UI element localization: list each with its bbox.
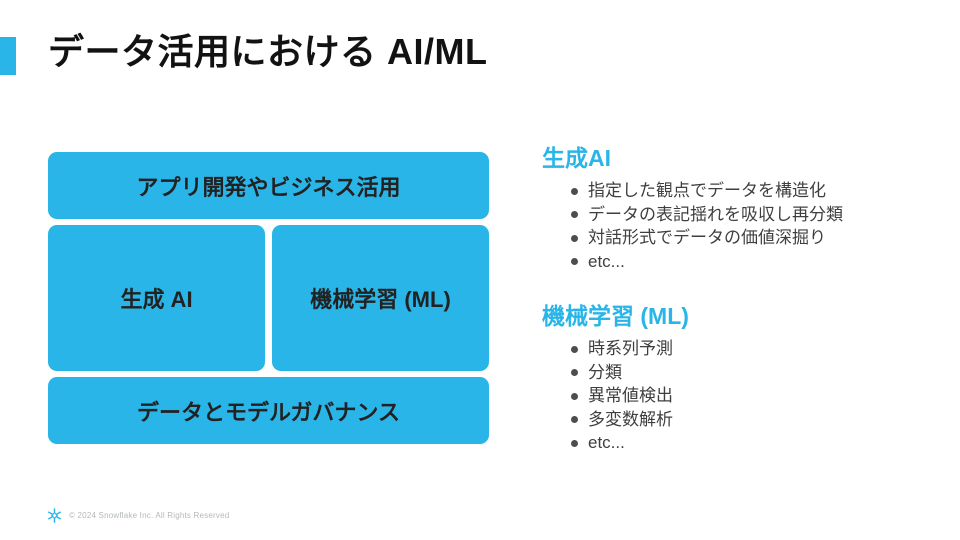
ml-bullet-4: 多変数解析 [542,408,952,432]
page-title: データ活用における AI/ML [48,31,488,72]
diagram-box-ml-label: 機械学習 (ML) [310,287,451,312]
ai-ml-stack-diagram: アプリ開発やビジネス活用 生成 AI 機械学習 (ML) データとモデルガバナン… [48,152,489,444]
details-panel: 生成AI 指定した観点でデータを構造化 データの表記揺れを吸収し再分類 対話形式… [542,144,952,455]
diagram-box-ml: 機械学習 (ML) [272,225,489,371]
section-heading-ml: 機械学習 (ML) [542,303,689,329]
diagram-box-genai: 生成 AI [48,225,265,371]
genai-bullet-1: 指定した観点でデータを構造化 [542,179,952,203]
ml-bullet-3: 異常値検出 [542,384,952,408]
title-accent-bar [0,37,16,75]
genai-bullet-3: 対話形式でデータの価値深掘り [542,226,952,250]
genai-bullet-4: etc... [542,250,952,274]
diagram-box-governance: データとモデルガバナンス [48,377,489,444]
copyright-text: © 2024 Snowflake Inc. All Rights Reserve… [69,511,230,520]
footer: © 2024 Snowflake Inc. All Rights Reserve… [47,508,229,523]
section-heading-genai: 生成AI [542,145,611,171]
diagram-box-genai-label: 生成 AI [120,287,193,312]
genai-bullet-list: 指定した観点でデータを構造化 データの表記揺れを吸収し再分類 対話形式でデータの… [542,179,952,273]
snowflake-logo-icon [48,508,61,523]
diagram-box-app-business-label: アプリ開発やビジネス活用 [136,174,401,200]
ml-bullet-5: etc... [542,431,952,455]
diagram-middle-row: 生成 AI 機械学習 (ML) [48,225,489,371]
genai-bullet-2: データの表記揺れを吸収し再分類 [542,203,952,227]
diagram-box-app-business: アプリ開発やビジネス活用 [48,152,489,219]
ml-bullet-1: 時系列予測 [542,337,952,361]
ml-bullet-list: 時系列予測 分類 異常値検出 多変数解析 etc... [542,337,952,455]
ml-bullet-2: 分類 [542,361,952,385]
diagram-box-governance-label: データとモデルガバナンス [137,399,400,425]
